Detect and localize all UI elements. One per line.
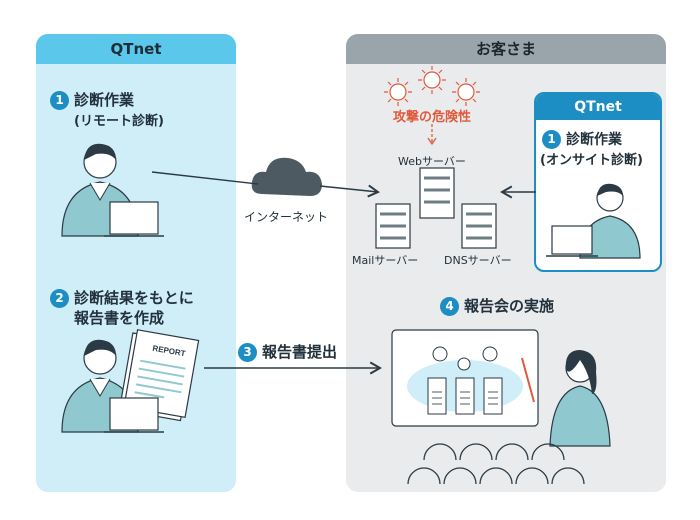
- virus-icon: [384, 66, 480, 106]
- step2-number: 2: [50, 289, 69, 308]
- step2-line1: 診断結果をもとに: [74, 289, 194, 307]
- server-icon-mail: [375, 203, 411, 249]
- step3-number: 3: [238, 343, 257, 362]
- onsite-step1-subtitle: (オンサイト診断): [540, 153, 643, 168]
- person-icon-presenter: [521, 350, 611, 447]
- step3-title: 報告書提出: [262, 343, 338, 361]
- onsite-step1-number: 1: [542, 130, 561, 149]
- attack-risk-label: 攻撃の危険性: [393, 110, 472, 125]
- step1-subtitle: (リモート診断): [74, 114, 164, 129]
- step2-create-report: 2 診断結果をもとに 報告書を作成: [50, 288, 194, 328]
- person-icon-onsite: [579, 183, 641, 259]
- step4-report-meeting: 4 報告会の実施: [440, 296, 554, 316]
- presentation-screen-icon: [391, 329, 539, 427]
- onsite-box-title: QTnet: [536, 94, 660, 120]
- onsite-step1: 1 診断作業 (オンサイト診断): [540, 130, 643, 171]
- dns-server-label: DNSサーバー: [444, 254, 512, 267]
- mail-server-label: Mailサーバー: [352, 254, 419, 267]
- audience-icon: [407, 443, 585, 485]
- cloud-icon: [251, 157, 322, 196]
- step4-number: 4: [440, 297, 459, 316]
- web-server-label: Webサーバー: [398, 155, 466, 168]
- customer-panel-title: お客さま: [346, 34, 666, 64]
- onsite-step1-title: 診断作業: [566, 132, 622, 148]
- step3-submit-report: 3 報告書提出: [238, 342, 337, 362]
- laptop-icon-remote: [104, 201, 164, 237]
- server-icon-web: [419, 167, 455, 219]
- step2-line2: 報告書を作成: [74, 309, 165, 327]
- step1-number: 1: [50, 91, 69, 110]
- server-icon-dns: [461, 203, 497, 249]
- step1-title: 診断作業: [74, 91, 135, 109]
- step1-remote-diagnosis: 1 診断作業 (リモート診断): [50, 90, 164, 132]
- step4-title: 報告会の実施: [464, 297, 555, 315]
- laptop-icon-report: [104, 397, 164, 433]
- internet-label: インターネット: [244, 210, 329, 224]
- qtnet-panel-title: QTnet: [36, 34, 236, 64]
- laptop-icon-onsite: [546, 225, 598, 257]
